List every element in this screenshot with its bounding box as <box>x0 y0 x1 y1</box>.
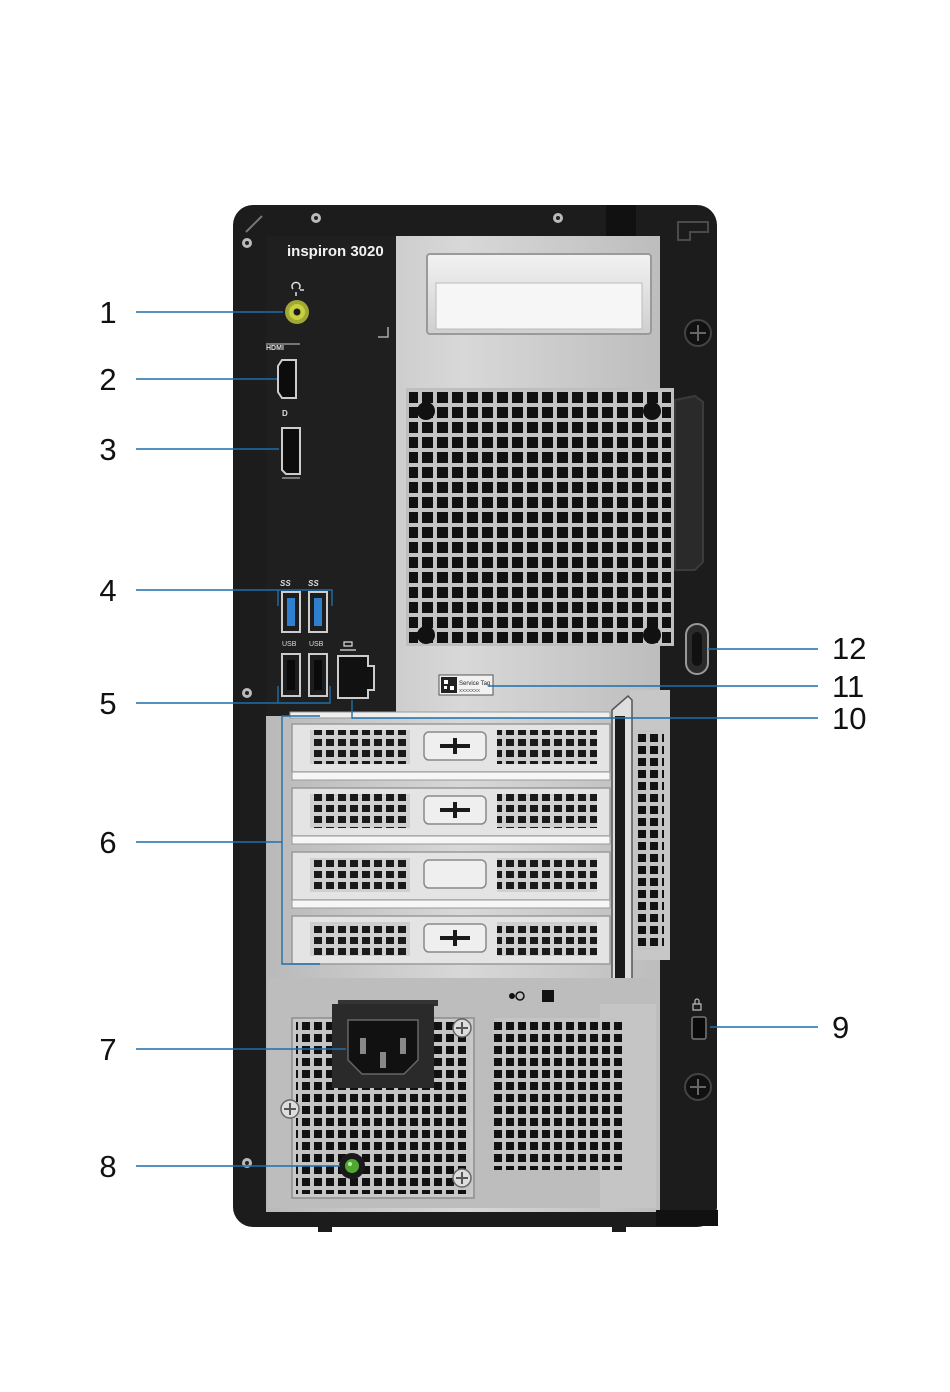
side-handle <box>675 396 703 570</box>
callout-8: 8 <box>78 1151 138 1182</box>
hdmi-icon: HDMI <box>266 345 284 352</box>
callout-5: 5 <box>78 688 138 719</box>
callout-7: 7 <box>78 1034 138 1065</box>
service-tag: Service Tag XXXXXXX <box>439 675 493 695</box>
callout-3: 3 <box>78 434 138 465</box>
displayport-icon: D <box>282 409 288 418</box>
power-supply <box>268 978 656 1208</box>
callout-9: 9 <box>832 1012 892 1043</box>
usb-icon: USB <box>309 641 324 648</box>
usb-icon: USB <box>282 641 297 648</box>
service-tag-label: Service Tag <box>459 681 490 687</box>
callout-10: 10 <box>832 703 892 734</box>
callout-4: 4 <box>78 575 138 606</box>
callout-12: 12 <box>832 633 892 664</box>
callout-1: 1 <box>78 297 138 328</box>
padlock-ring <box>686 624 708 674</box>
expansion-slots <box>290 696 664 986</box>
top-handle <box>427 254 651 334</box>
fan-grill <box>406 388 674 646</box>
service-tag-value: XXXXXXX <box>459 688 480 693</box>
usb3-icon: SS <box>280 579 291 588</box>
callout-11: 11 <box>832 671 892 702</box>
callout-6: 6 <box>78 827 138 858</box>
usb3-icon: SS <box>308 579 319 588</box>
model-label: inspiron 3020 <box>287 243 384 260</box>
callout-2: 2 <box>78 364 138 395</box>
